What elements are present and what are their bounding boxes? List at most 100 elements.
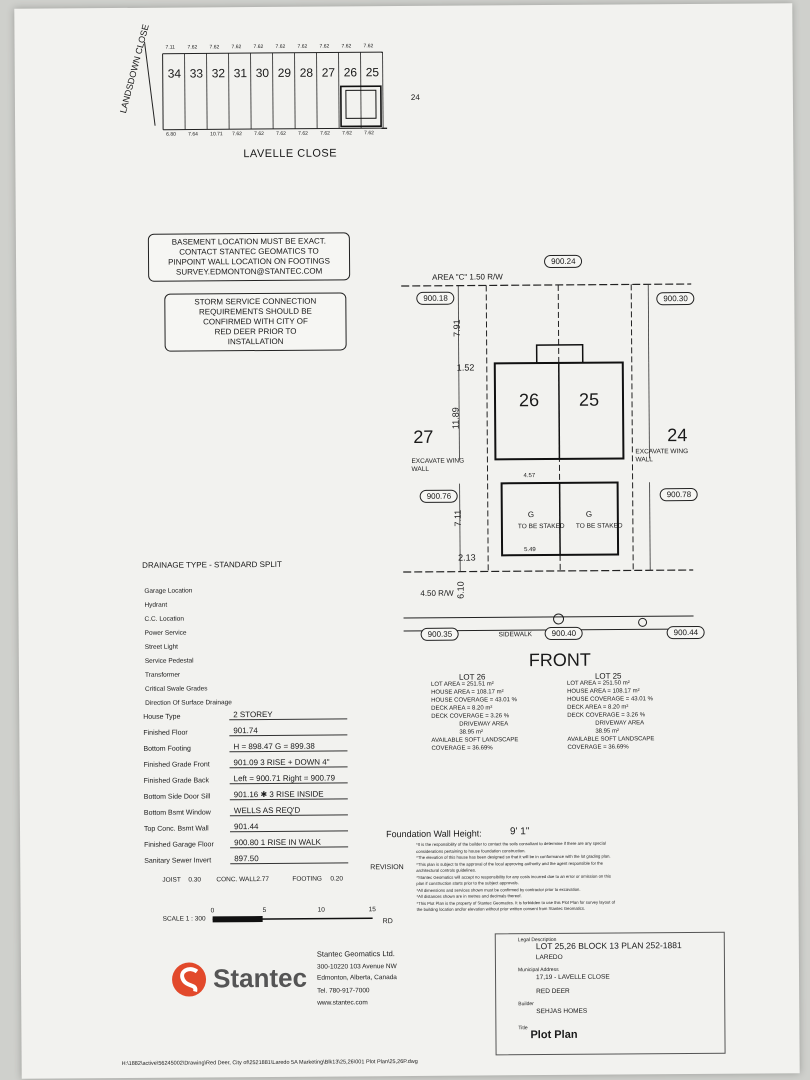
key-map-top-frontage: 7.62 <box>231 44 242 51</box>
builder-name: SEHJAS HOMES <box>536 1007 588 1016</box>
lot-stat-title: LOT 25 <box>594 671 622 681</box>
joist-value: 0.30 <box>188 876 202 884</box>
key-map-top-frontage: 7.62 <box>209 44 220 51</box>
lot-stat-house_cov: HOUSE COVERAGE = 43.01 % <box>567 696 654 703</box>
lot-stat-deck_area: DECK AREA = 8.20 m² <box>567 704 629 711</box>
legend-item: Transformer <box>144 671 181 679</box>
field-value: H = 898.47 G = 899.38 <box>229 742 348 753</box>
elev-top-right: 900.30 <box>656 291 695 306</box>
key-map-top-frontage: 7.62 <box>187 44 198 51</box>
legend-item: Power Service <box>144 629 187 637</box>
key-map-bottom-frontage: 7.62 <box>298 130 308 137</box>
legend-item: Garage Location <box>144 587 193 595</box>
site-plan: AREA "C" 1.50 R/W 900.24 900.18 900.30 9… <box>396 244 706 671</box>
field-label: Finished Grade Front <box>143 761 210 769</box>
key-map-lot: 34 <box>167 66 182 81</box>
garage-b-label: G <box>585 509 593 519</box>
legend-item: Hydrant <box>144 601 168 609</box>
lot-stat-deck_cov: DECK COVERAGE = 3.26 % <box>567 712 646 719</box>
legend-item: Critical Swale Grades <box>145 685 208 693</box>
elev-top-center: 900.24 <box>544 254 583 269</box>
elev-bottom-left: 900.35 <box>420 627 460 641</box>
lot-25: 25 <box>578 389 600 410</box>
field-label: Finished Garage Floor <box>144 841 214 849</box>
front-label: FRONT <box>528 649 591 671</box>
excavate-right: EXCAVATE WING WALL <box>635 448 689 464</box>
key-map-subject-lots <box>340 85 382 128</box>
key-map-top-frontage: 7.11 <box>165 44 175 51</box>
lot-stat-driveway: DRIVEWAY AREA <box>595 720 645 727</box>
file-path: H:\1882\active\56245002\Drawing\Red Deer… <box>121 1058 418 1068</box>
key-map-lot: 25 <box>365 65 380 80</box>
field-value: 2 STOREY <box>229 710 348 721</box>
field-value: 901.74 <box>229 726 348 737</box>
lot-stat-lot_area: LOT AREA = 251.50 m² <box>566 680 630 687</box>
field-value: Left = 900.71 Right = 900.79 <box>229 774 348 785</box>
lot-stat-house_area: HOUSE AREA = 108.17 m² <box>431 689 504 696</box>
key-map-bottom-frontage: 7.62 <box>254 130 264 138</box>
key-map-top-frontage: 7.62 <box>253 43 264 51</box>
excavate-left: EXCAVATE WING WALL <box>411 457 465 473</box>
lot-stat-driveway_val: 38.95 m² <box>459 729 484 736</box>
key-map-bottom-frontage: 7.62 <box>232 131 242 138</box>
key-map-lot: 31 <box>233 66 248 81</box>
key-map-lot: 26 <box>343 65 358 80</box>
company-tel: Tel. 780-917-7000 <box>317 987 370 995</box>
legend-item: C.C. Location <box>144 615 184 623</box>
company-web: www.stantec.com <box>317 999 368 1007</box>
dim-width-a: 5.49 <box>524 547 536 554</box>
storm-note: STORM SERVICE CONNECTION REQUIREMENTS SH… <box>164 292 347 352</box>
disclaimer-block: *It is the responsibility of the builder… <box>416 840 716 914</box>
municipal-address: 17,19 - LAVELLE CLOSE <box>536 973 610 982</box>
field-value: 900.80 1 RISE IN WALK <box>230 838 349 849</box>
revision-sub: RD <box>382 918 393 926</box>
key-map-bottom-frontage: 6.80 <box>166 131 176 138</box>
field-label: Bottom Footing <box>143 745 191 753</box>
conc-label: CONC. WALL <box>216 876 257 884</box>
field-value: 901.44 <box>229 822 349 833</box>
footing-value: 0.20 <box>330 875 344 883</box>
key-map-lot: 27 <box>321 65 336 80</box>
key-map-lot: 32 <box>211 66 226 81</box>
row-label: 4.50 R/W <box>420 588 454 598</box>
lot-stat-house_cov: HOUSE COVERAGE = 43.01 % <box>431 697 518 704</box>
key-map-bottom-frontage: 7.62 <box>364 130 374 137</box>
garage-a-label: G <box>527 510 535 520</box>
key-map-bottom-frontage: 7.62 <box>342 130 352 137</box>
street-light-icon <box>638 617 648 627</box>
foundation-value: 9' 1" <box>509 826 530 838</box>
key-map-lot: 29 <box>277 65 292 80</box>
key-map-bottom-street: LAVELLE CLOSE <box>243 147 338 161</box>
field-label: Bottom Side Door Sill <box>143 793 211 801</box>
field-label: Bottom Bsmt Window <box>143 809 211 817</box>
key-map-bottom-frontage: 7.62 <box>276 130 286 137</box>
sidewalk-label: SIDEWALK <box>498 631 533 639</box>
legend-item: Service Pedestal <box>144 657 194 665</box>
lot-stat-deck_cov: DECK COVERAGE = 3.26 % <box>431 713 510 720</box>
key-map-side-lot: 24 <box>410 92 420 102</box>
stantec-logo: Stantec <box>171 961 307 1002</box>
dim-row-depth: 6.10 <box>455 581 466 599</box>
lot-26: 26 <box>518 390 540 411</box>
stantec-logo-icon <box>172 962 207 997</box>
field-label: Sanitary Sewer Invert <box>144 857 212 865</box>
elev-mid-right: 900.78 <box>659 487 699 502</box>
drainage-title: DRAINAGE TYPE - STANDARD SPLIT <box>142 559 282 570</box>
field-value: WELLS AS REQ'D <box>229 806 348 817</box>
key-map-bottom-frontage: 7.64 <box>188 131 198 138</box>
field-value: 901.09 3 RISE + DOWN 4" <box>229 758 348 769</box>
conc-value: 2.77 <box>256 875 270 884</box>
lot-stat-soft: AVAILABLE SOFT LANDSCAPE <box>567 736 655 743</box>
lot-stat-house_area: HOUSE AREA = 108.17 m² <box>567 688 640 695</box>
field-value: 897.50 <box>230 854 349 865</box>
foundation-label: Foundation Wall Height: <box>386 828 482 840</box>
joist-label: JOIST <box>162 876 181 884</box>
company-addr1: 300-10220 103 Avenue NW <box>316 963 397 971</box>
elev-bottom-center: 900.40 <box>544 626 584 641</box>
dim-side-2: 2.13 <box>458 552 476 563</box>
lot-27: 27 <box>413 426 434 447</box>
basement-note: BASEMENT LOCATION MUST BE EXACT. CONTACT… <box>147 232 351 282</box>
field-label: Finished Grade Back <box>143 777 210 785</box>
